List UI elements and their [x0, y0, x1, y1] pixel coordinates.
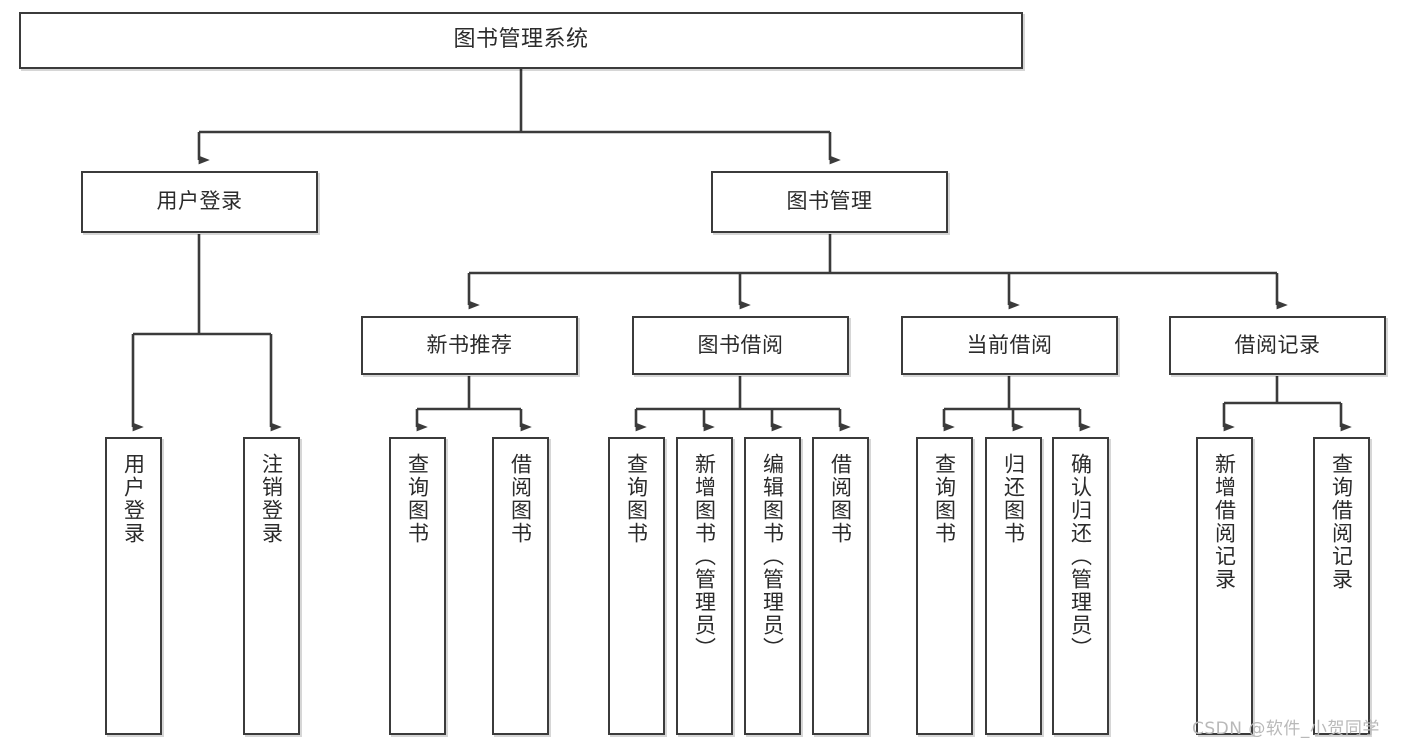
- node-leaf-borrow-book-1[interactable]: 借阅图书: [492, 437, 549, 735]
- node-borrow-record[interactable]: 借阅记录: [1169, 316, 1386, 375]
- node-leaf-query-book-2[interactable]: 查询图书: [608, 437, 665, 735]
- node-leaf-query-book-2-label: 查询图书: [624, 453, 649, 545]
- node-book-management[interactable]: 图书管理: [711, 171, 948, 233]
- node-leaf-query-book-1[interactable]: 查询图书: [389, 437, 446, 735]
- node-current-borrow[interactable]: 当前借阅: [901, 316, 1118, 375]
- node-leaf-borrow-book-2[interactable]: 借阅图书: [812, 437, 869, 735]
- node-new-book-recommend[interactable]: 新书推荐: [361, 316, 578, 375]
- node-leaf-query-record[interactable]: 查询借阅记录: [1313, 437, 1370, 735]
- node-leaf-logout-login-label: 注销登录: [259, 453, 284, 545]
- node-leaf-confirm-return[interactable]: 确认归还（管理员）: [1052, 437, 1109, 735]
- node-book-management-label: 图书管理: [786, 189, 873, 214]
- node-leaf-edit-book-label: 编辑图书（管理员）: [760, 453, 785, 660]
- node-leaf-return-book-label: 归还图书: [1001, 453, 1026, 545]
- node-leaf-add-record-label: 新增借阅记录: [1212, 453, 1237, 591]
- node-leaf-edit-book[interactable]: 编辑图书（管理员）: [744, 437, 801, 735]
- node-leaf-logout-login[interactable]: 注销登录: [243, 437, 300, 735]
- node-new-book-recommend-label: 新书推荐: [426, 332, 513, 357]
- node-current-borrow-label: 当前借阅: [966, 332, 1053, 357]
- node-leaf-return-book[interactable]: 归还图书: [985, 437, 1042, 735]
- node-leaf-user-login[interactable]: 用户登录: [105, 437, 162, 735]
- node-borrow-record-label: 借阅记录: [1234, 332, 1321, 357]
- node-leaf-add-book-label: 新增图书（管理员）: [692, 453, 717, 660]
- node-user-login-label: 用户登录: [156, 189, 243, 214]
- node-book-borrow[interactable]: 图书借阅: [632, 316, 849, 375]
- node-leaf-query-record-label: 查询借阅记录: [1329, 453, 1354, 591]
- node-leaf-borrow-book-1-label: 借阅图书: [508, 453, 533, 545]
- node-root[interactable]: 图书管理系统: [19, 12, 1023, 69]
- node-leaf-confirm-return-label: 确认归还（管理员）: [1068, 453, 1093, 660]
- node-book-borrow-label: 图书借阅: [697, 332, 784, 357]
- node-leaf-borrow-book-2-label: 借阅图书: [828, 453, 853, 545]
- node-leaf-query-book-1-label: 查询图书: [405, 453, 430, 545]
- node-leaf-add-record[interactable]: 新增借阅记录: [1196, 437, 1253, 735]
- node-leaf-user-login-label: 用户登录: [121, 453, 146, 545]
- node-leaf-query-book-3-label: 查询图书: [932, 453, 957, 545]
- node-leaf-query-book-3[interactable]: 查询图书: [916, 437, 973, 735]
- csdn-watermark: CSDN @软件_小贺同学: [1192, 719, 1380, 739]
- node-root-label: 图书管理系统: [453, 27, 589, 53]
- node-user-login[interactable]: 用户登录: [81, 171, 318, 233]
- node-leaf-add-book[interactable]: 新增图书（管理员）: [676, 437, 733, 735]
